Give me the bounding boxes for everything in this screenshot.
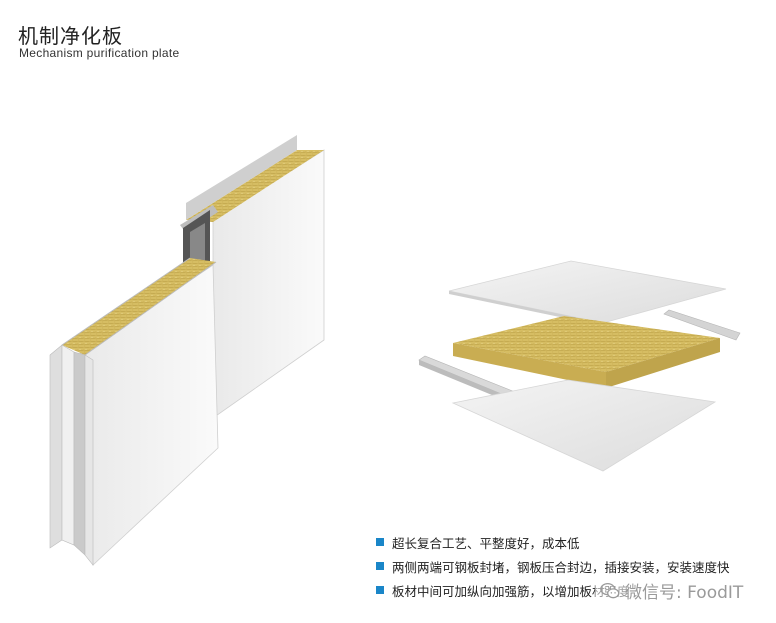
list-item: 两侧两端可钢板封堵，钢板压合封边，插接安装，安装速度快 <box>376 554 730 578</box>
feature-text: 板材中间可加纵向加强筋，以增加板材强度 <box>392 581 630 600</box>
bullet-square-icon <box>376 586 384 594</box>
feature-text: 超长复合工艺、平整度好，成本低 <box>392 533 580 552</box>
watermark: 微信号: FoodIT <box>595 578 747 603</box>
feature-text: 两侧两端可钢板封堵，钢板压合封边，插接安装，安装速度快 <box>392 557 730 576</box>
watermark-text: 微信号: FoodIT <box>625 578 743 603</box>
list-item: 超长复合工艺、平整度好，成本低 <box>376 530 730 554</box>
assembled-panels <box>50 135 324 565</box>
bullet-square-icon <box>376 562 384 570</box>
wechat-icon <box>599 580 621 602</box>
exploded-panel-view <box>419 261 740 471</box>
bullet-square-icon <box>376 538 384 546</box>
